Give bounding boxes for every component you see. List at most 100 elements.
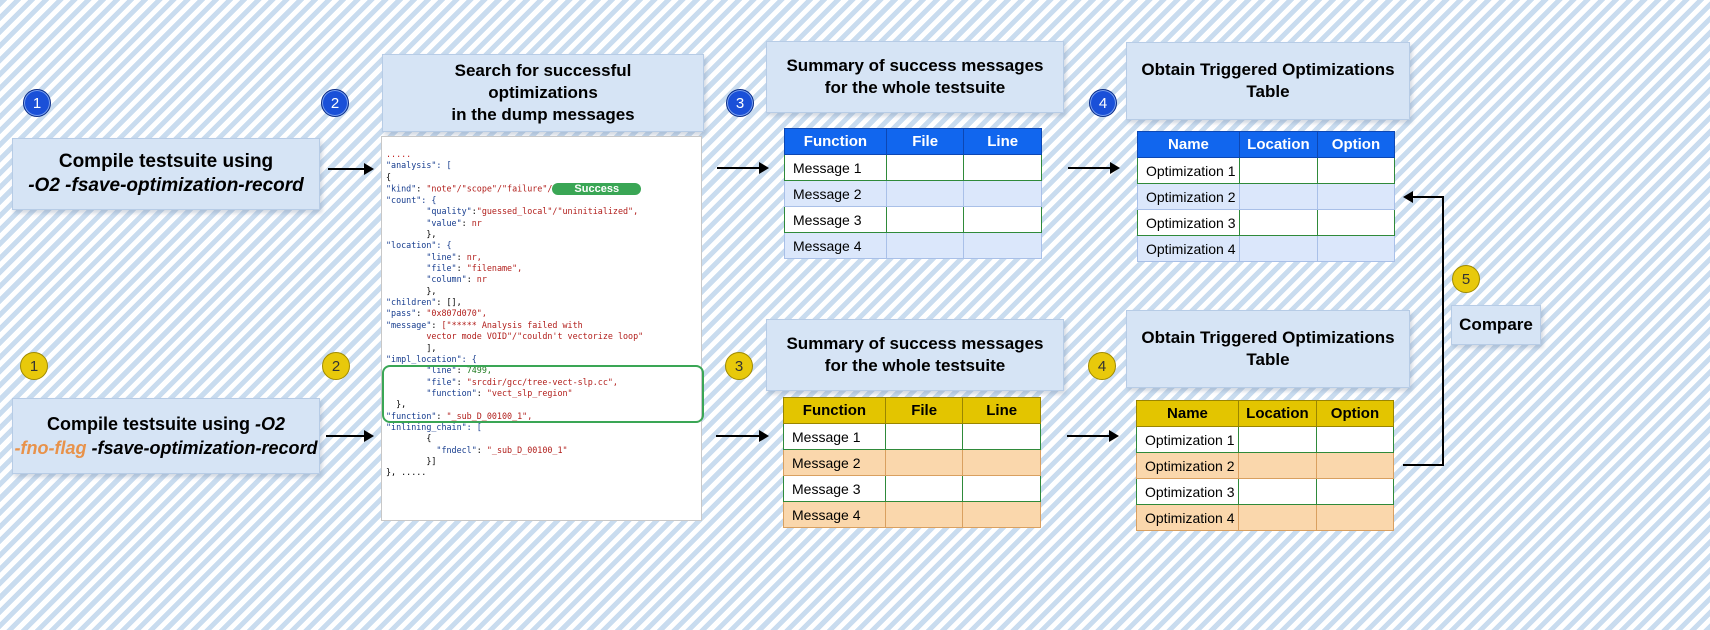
file-cell xyxy=(885,180,965,207)
summary-2-line2: for the whole testsuite xyxy=(824,356,1006,375)
search-line3: in the dump messages xyxy=(451,105,635,124)
code-impl-line-key: "line" xyxy=(426,365,457,376)
compile-fno-flag-box: Compile testsuite using -O2 -fno-flag -f… xyxy=(12,398,320,474)
code-quality-key: "quality" xyxy=(426,206,472,217)
code-impl-key: "impl_location": { xyxy=(386,353,477,364)
arrow-summary-to-opt-2 xyxy=(1067,430,1119,442)
code-column-val: nr xyxy=(476,274,487,285)
location-cell xyxy=(1237,478,1317,505)
location-cell xyxy=(1237,426,1317,453)
location-cell xyxy=(1238,209,1318,236)
arrow-summary-to-opt-1 xyxy=(1068,162,1120,174)
message-cell: Message 4 xyxy=(783,501,886,528)
code-end-line: }, ..... xyxy=(386,467,427,478)
optimization-table-1: Name Location Option Optimization 1 Opti… xyxy=(1137,131,1396,262)
code-message-val2: vector mode VOID"/"couldn't vectorize lo… xyxy=(426,331,644,342)
option-cell xyxy=(1316,183,1396,210)
table-row: Message 1 xyxy=(783,423,1041,450)
table-row: Message 2 xyxy=(784,180,1042,207)
search-box: Search for successful optimizations in t… xyxy=(382,54,704,132)
location-cell xyxy=(1238,157,1318,184)
code-count-key: "count": { xyxy=(386,195,437,206)
code-line-key: "line" xyxy=(426,251,457,262)
header-name: Name xyxy=(1137,131,1240,158)
option-cell xyxy=(1315,504,1395,531)
compare-box: Compare xyxy=(1451,305,1541,345)
step-4-badge-yellow: 4 xyxy=(1088,352,1116,380)
optimization-cell: Optimization 2 xyxy=(1136,452,1239,479)
obtain-1-line1: Obtain Triggered Optimizations xyxy=(1141,60,1395,79)
file-cell xyxy=(884,423,964,450)
step-2-badge-blue: 2 xyxy=(321,89,349,117)
header-location: Location xyxy=(1238,131,1318,158)
table-row: Message 4 xyxy=(784,232,1042,259)
table-row: Message 3 xyxy=(784,206,1042,233)
message-table-2: Function File Line Message 1 Message 2 M… xyxy=(783,397,1041,528)
arrow-search-to-summary-2 xyxy=(716,430,769,442)
code-column-key: "column" xyxy=(426,274,467,285)
code-close-brace: }, xyxy=(426,229,437,240)
line-cell xyxy=(962,449,1041,476)
step-2-badge-yellow: 2 xyxy=(322,352,350,380)
header-file: File xyxy=(885,128,965,155)
message-cell: Message 1 xyxy=(783,423,886,450)
step-1-badge-yellow: 1 xyxy=(20,352,48,380)
header-line: Line xyxy=(962,397,1041,424)
table-row: Message 1 xyxy=(784,154,1042,181)
header-function: Function xyxy=(783,397,886,424)
code-impl-file-key: "file" xyxy=(426,376,457,387)
obtain-box-1: Obtain Triggered Optimizations Table xyxy=(1126,42,1410,120)
header-option: Option xyxy=(1316,131,1396,158)
table-row: Optimization 4 xyxy=(1136,504,1395,531)
compile-fno-line2: -fno-flag -fsave-optimization-record xyxy=(14,436,317,460)
step-3-badge-blue: 3 xyxy=(726,89,754,117)
line-cell xyxy=(962,475,1041,502)
line-cell xyxy=(963,232,1042,259)
location-cell xyxy=(1238,235,1318,262)
optimization-cell: Optimization 4 xyxy=(1137,235,1240,262)
compile-fno-line1-prefix: Compile testsuite using xyxy=(46,414,255,434)
code-kind-val: "note"/"scope"/"failure"/ xyxy=(426,183,553,194)
obtain-2-line2: Table xyxy=(1246,350,1290,369)
code-brace: { xyxy=(386,171,392,182)
code-value-val: nr xyxy=(471,217,482,228)
code-inl-close: }] xyxy=(426,455,437,466)
header-file: File xyxy=(884,397,964,424)
header-name: Name xyxy=(1136,400,1239,427)
table-row: Optimization 3 xyxy=(1137,209,1396,236)
header-location: Location xyxy=(1237,400,1317,427)
compile-o2-line2: -O2 -fsave-optimization-record xyxy=(28,175,304,196)
optimization-cell: Optimization 3 xyxy=(1136,478,1239,505)
file-cell xyxy=(885,154,965,181)
line-cell xyxy=(963,206,1042,233)
search-line1: Search for successful xyxy=(454,61,632,80)
option-cell xyxy=(1315,478,1395,505)
option-cell xyxy=(1315,426,1395,453)
compile-o2-line1: Compile testsuite using xyxy=(58,151,274,172)
summary-1-line2: for the whole testsuite xyxy=(824,78,1006,97)
code-message-val1: ["***** Analysis failed with xyxy=(441,319,583,330)
table-row: Message 2 xyxy=(783,449,1041,476)
dump-message-code: ..... "analysis": [ { "kind": "note"/"sc… xyxy=(381,136,702,521)
optimization-cell: Optimization 1 xyxy=(1136,426,1239,453)
code-fndecl-key: "fndecl" xyxy=(436,444,477,455)
compare-connector xyxy=(1403,191,1444,466)
summary-box-2: Summary of success messages for the whol… xyxy=(766,319,1064,391)
table-row: Optimization 2 xyxy=(1137,183,1396,210)
code-close-brace: }, xyxy=(396,399,407,410)
message-cell: Message 3 xyxy=(784,206,887,233)
code-impl-line-val: 7499, xyxy=(466,365,492,376)
table-row: Message 4 xyxy=(783,501,1041,528)
message-cell: Message 4 xyxy=(784,232,887,259)
code-analysis: "analysis": [ xyxy=(386,160,452,171)
obtain-box-2: Obtain Triggered Optimizations Table xyxy=(1126,310,1410,388)
step-4-badge-blue: 4 xyxy=(1089,89,1117,117)
compile-o2-box: Compile testsuite using -O2 -fsave-optim… xyxy=(12,138,320,210)
table-row: Optimization 2 xyxy=(1136,452,1395,479)
file-cell xyxy=(884,449,964,476)
code-line-val: nr, xyxy=(466,251,482,262)
code-value-key: "value" xyxy=(426,217,462,228)
line-cell xyxy=(962,423,1041,450)
code-inlining-key: "inlining_chain": [ xyxy=(386,421,482,432)
step-5-badge: 5 xyxy=(1452,265,1480,293)
